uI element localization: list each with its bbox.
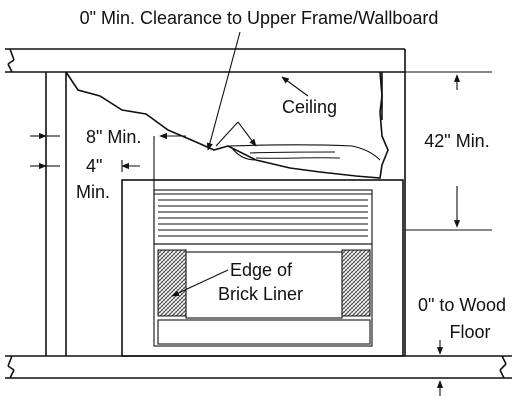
edge-leader — [171, 269, 229, 297]
upper-frame — [5, 48, 405, 73]
right-wall-frame — [381, 49, 406, 356]
top-clearance-leader — [206, 31, 241, 151]
floor — [5, 355, 512, 379]
side-4-label: 4" — [86, 156, 102, 176]
firebox — [153, 243, 373, 347]
side-4-min-label: Min. — [76, 182, 110, 202]
height-dimension — [405, 71, 492, 231]
floor-label-line1: 0" to Wood — [418, 295, 506, 315]
edge-label-line1: Edge of — [230, 260, 293, 280]
ceiling-label: Ceiling — [282, 97, 337, 117]
floor-label-line2: Floor — [449, 322, 490, 342]
clearance-pointer-left — [215, 121, 239, 147]
clearance-pointer-right — [237, 121, 257, 147]
top-clearance-label: 0" Min. Clearance to Upper Frame/Wallboa… — [80, 8, 439, 28]
ceiling-leader — [281, 76, 309, 97]
side-8-min-label: 8" Min. — [86, 127, 141, 147]
brick-liner-left — [157, 249, 187, 317]
edge-label-line2: Brick Liner — [218, 284, 303, 304]
louver-grille — [158, 199, 368, 237]
left-wall-frame — [45, 72, 67, 356]
brick-liner-right — [341, 249, 371, 317]
height-42-label: 42" Min. — [424, 131, 489, 151]
ceiling-cutaway-edge — [65, 71, 389, 179]
ceiling-surface-detail — [231, 147, 341, 161]
